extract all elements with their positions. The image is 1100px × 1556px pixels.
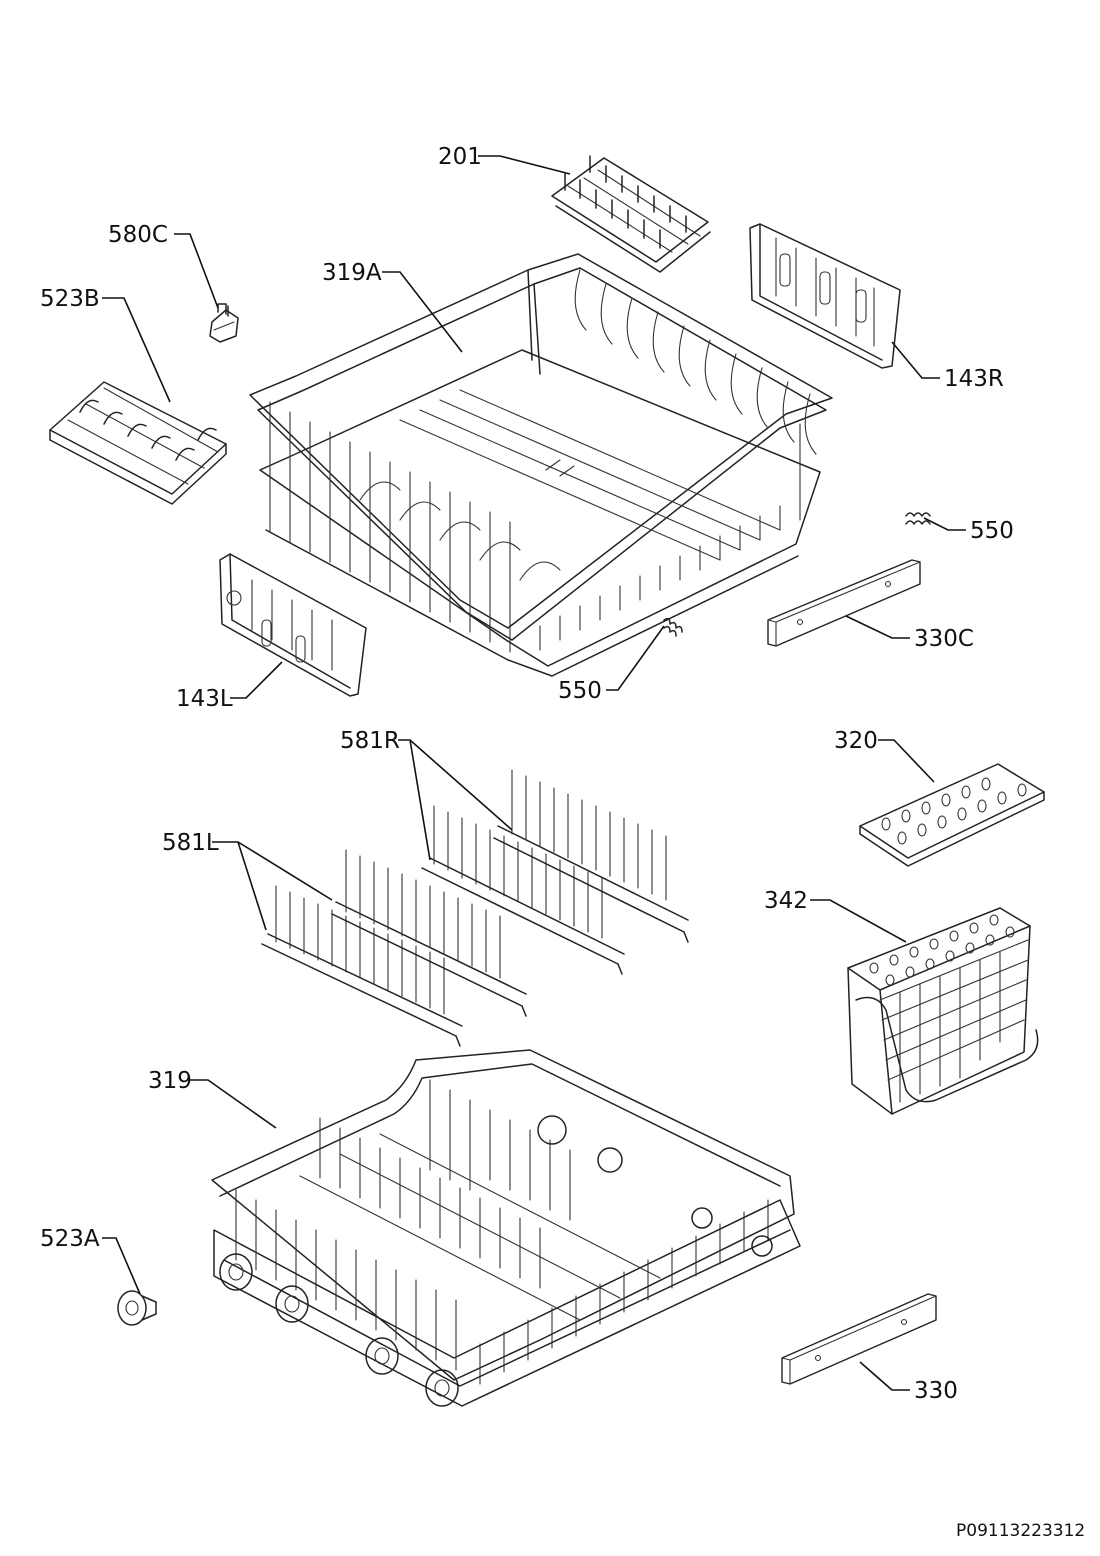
part-330-bar[interactable] [781,1293,937,1385]
label-320[interactable]: 320 [834,728,878,754]
label-523A[interactable]: 523A [40,1226,100,1252]
part-523A-wheel[interactable] [117,1290,157,1326]
label-319A[interactable]: 319A [322,260,382,286]
label-143L[interactable]: 143L [176,686,233,712]
drawing-code: P09113223312 [956,1521,1085,1541]
label-581R[interactable]: 581R [340,728,400,754]
part-320-cover[interactable] [859,763,1045,867]
label-523B[interactable]: 523B [40,286,100,312]
label-201[interactable]: 201 [438,144,482,170]
part-581L-tine-racks[interactable] [261,849,527,1047]
part-201-tine-rack[interactable] [551,155,711,273]
part-330C-bar[interactable] [767,559,921,647]
lower-basket-wheel [425,1369,459,1407]
label-330C[interactable]: 330C [914,626,974,652]
part-523B-tray[interactable] [49,381,227,505]
part-319A-upper-basket[interactable] [249,253,833,677]
label-330[interactable]: 330 [914,1378,958,1404]
part-342-cutlery-basket[interactable] [847,907,1039,1115]
part-labels: 201 580C 319A 523B 143R 550 330C 143L 55… [40,144,1014,1404]
label-550-a[interactable]: 550 [970,518,1014,544]
label-342[interactable]: 342 [764,888,808,914]
label-581L[interactable]: 581L [162,830,219,856]
label-580C[interactable]: 580C [108,222,168,248]
lower-basket-wheel [365,1337,399,1375]
leader-lines [102,155,966,1391]
lower-basket-wheel [275,1285,309,1323]
lower-basket-wheel [219,1253,253,1291]
part-143L-side-panel[interactable] [219,553,367,697]
part-550-spring-b[interactable] [663,617,683,637]
part-319-lower-basket[interactable] [211,1049,801,1407]
part-550-spring-a[interactable] [905,512,931,525]
part-580C-clip[interactable] [209,303,239,343]
part-143R-side-panel[interactable] [749,223,901,369]
label-319[interactable]: 319 [148,1068,192,1094]
label-550-b[interactable]: 550 [558,678,602,704]
label-143R[interactable]: 143R [944,366,1004,392]
part-581R-tine-racks[interactable] [421,769,689,975]
